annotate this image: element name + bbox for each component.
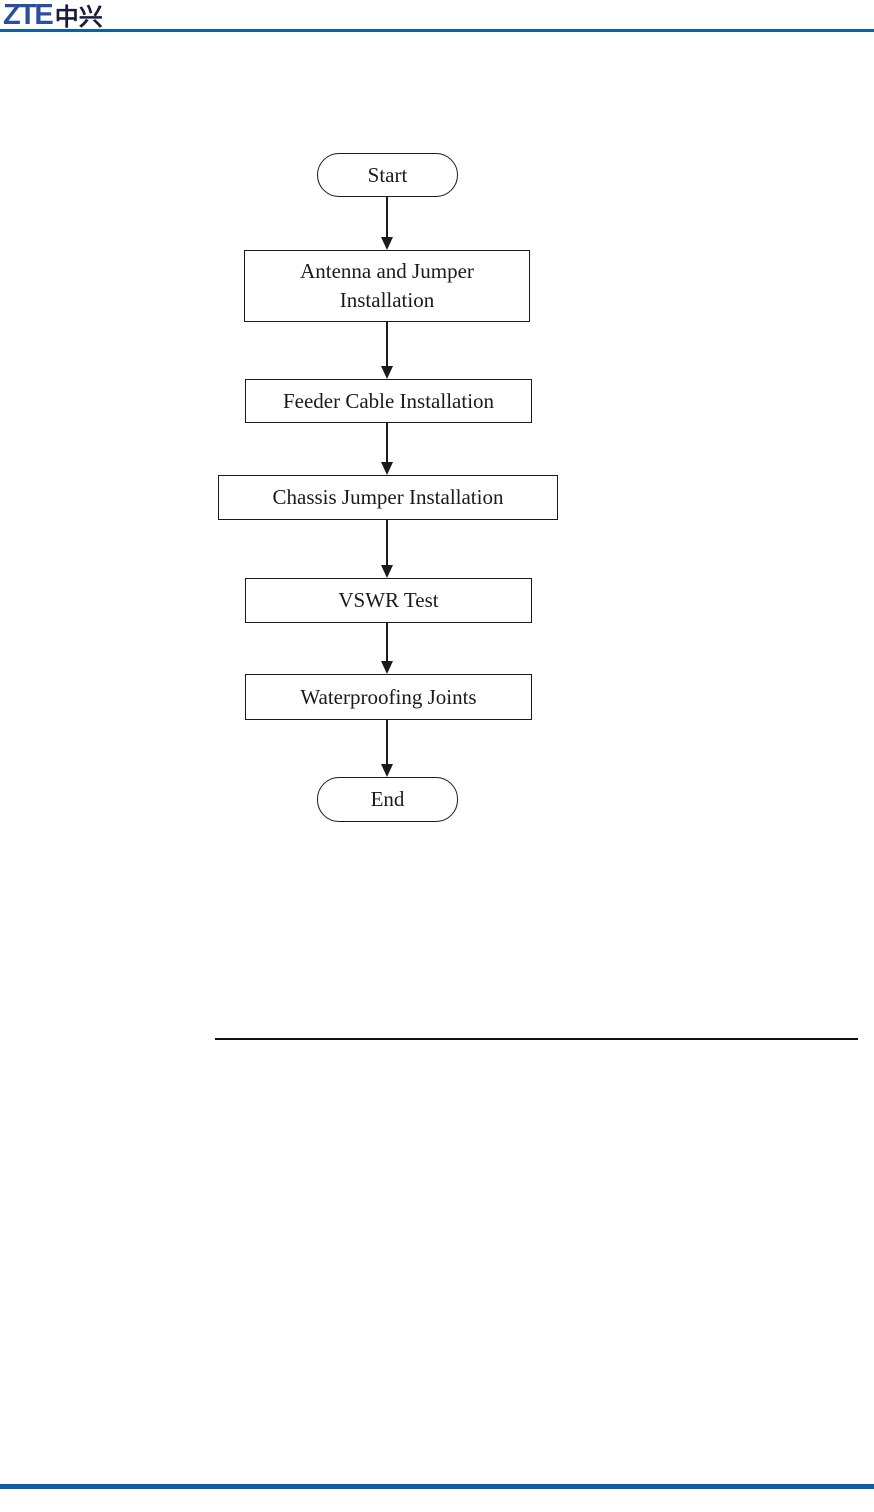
flow-node-end: End	[317, 777, 458, 822]
zte-logo-cjk-text: 中兴	[54, 4, 103, 31]
arrow-head-icon	[381, 462, 393, 475]
arrow-shaft	[386, 623, 388, 661]
flow-node-start: Start	[317, 153, 458, 197]
flow-arrow-2	[381, 322, 393, 379]
flow-arrow-5	[381, 623, 393, 674]
flow-node-waterproofing-joints-label: Waterproofing Joints	[300, 684, 477, 709]
flow-node-antenna-jumper-installation-label: Antenna and Jumper Installation	[300, 259, 474, 312]
flow-arrow-1	[381, 197, 393, 250]
footer-rule	[0, 1484, 874, 1489]
arrow-head-icon	[381, 661, 393, 674]
flow-node-end-label: End	[370, 787, 405, 811]
arrow-head-icon	[381, 764, 393, 777]
zte-logo: ZTE 中兴	[3, 1, 103, 30]
flow-node-vswr-test-label: VSWR Test	[338, 588, 439, 612]
arrow-shaft	[386, 197, 388, 237]
arrow-shaft	[386, 322, 388, 366]
flow-node-feeder-cable-installation: Feeder Cable Installation	[245, 379, 532, 423]
arrow-head-icon	[381, 237, 393, 250]
flow-node-vswr-test: VSWR Test	[245, 578, 532, 623]
zte-logo-latin-text: ZTE	[3, 0, 54, 31]
section-divider-rule	[215, 1038, 858, 1040]
header-rule	[0, 29, 874, 32]
flow-node-start-label: Start	[367, 162, 408, 187]
arrow-shaft	[386, 720, 388, 764]
arrow-shaft	[386, 423, 388, 462]
arrow-head-icon	[381, 366, 393, 379]
arrow-head-icon	[381, 565, 393, 578]
flow-arrow-3	[381, 423, 393, 475]
flow-arrow-6	[381, 720, 393, 777]
arrow-shaft	[386, 520, 388, 565]
flow-arrow-4	[381, 520, 393, 578]
installation-flowchart: Start Antenna and Jumper Installation Fe…	[218, 153, 558, 822]
flow-node-chassis-jumper-installation-label: Chassis Jumper Installation	[272, 485, 504, 509]
flow-node-antenna-jumper-installation: Antenna and Jumper Installation	[244, 250, 530, 322]
flow-node-chassis-jumper-installation: Chassis Jumper Installation	[218, 475, 558, 520]
flow-node-waterproofing-joints: Waterproofing Joints	[245, 674, 532, 720]
flow-node-feeder-cable-installation-label: Feeder Cable Installation	[282, 388, 495, 413]
